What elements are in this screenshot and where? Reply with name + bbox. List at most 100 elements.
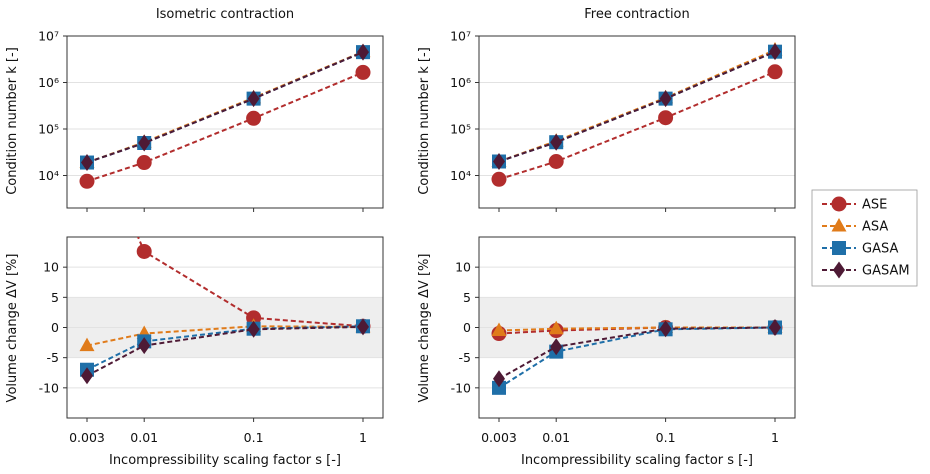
legend-label-asa: ASA [862,220,888,235]
panel-free-condition: Free contraction Condition number k [-] … [417,7,796,212]
legend-label-ase: ASE [862,198,887,213]
point-gasam [493,153,505,171]
series-line-ase [86,71,364,183]
point-gasa [492,380,506,395]
series-line-asa [86,50,364,164]
ylabel-free-volume: Volume change ΔV [%] [417,254,432,403]
point-ase [355,64,371,80]
point-gasam [81,367,93,385]
x-tick-label: 0.003 [481,430,517,445]
y-tick-label: 10⁷ [38,29,59,44]
point-gasam [81,154,93,172]
point-ase [548,154,564,170]
panel-isometric-condition: Isometric contraction Condition number k… [5,7,384,212]
y-tick-label: 10⁴ [450,168,471,183]
y-tick-label: 10 [455,260,471,275]
series-line-asa [498,326,775,332]
legend-label-gasa: GASA [862,242,898,257]
legend-marker-asa [831,218,847,232]
point-ase [79,173,95,189]
series-line-ase [498,70,776,181]
legend-marker-gasam [833,261,845,279]
point-ase [767,64,783,80]
y-tick-label: 0 [463,320,471,335]
point-ase [246,110,262,126]
x-tick-label: 0.1 [244,430,264,445]
y-tick-label: -10 [39,380,59,395]
y-tick-label: 5 [51,290,59,305]
series-line-gasam [86,51,364,164]
y-tick-label: 5 [463,290,471,305]
panel-isometric-volume: Volume change ΔV [%] Incompressibility s… [5,109,384,468]
point-gasam [659,90,672,108]
point-gasam [357,318,369,336]
legend-marker-gasa [832,241,846,255]
series-line-asa [498,49,776,163]
series-line-gasam [498,326,776,380]
point-gasam [138,134,151,152]
point-ase [136,243,152,259]
title-isometric: Isometric contraction [156,7,294,22]
point-asa [79,337,95,352]
point-gasam [493,370,505,388]
y-tick-label: 10⁴ [38,168,59,183]
point-asa [491,322,507,337]
point-ase [136,155,152,171]
xlabel-isometric: Incompressibility scaling factor s [-] [109,453,341,468]
x-tick-label: 1 [359,430,367,445]
series-group [491,319,783,395]
point-ase [491,171,507,187]
y-tick-label: 10⁵ [38,121,59,136]
point-ase [246,310,262,326]
point-ase [658,110,674,126]
axes-frame [478,35,796,209]
axes-frame [66,35,384,209]
point-gasam [357,43,369,61]
y-tick-label: -10 [451,380,471,395]
point-gasam [769,43,781,61]
x-tick-label: 0.1 [656,430,676,445]
y-tick-label: 10⁵ [450,121,471,136]
x-tick-label: 0.01 [542,430,570,445]
point-gasam [247,320,260,338]
series-group [79,43,371,189]
panel-free-volume: Volume change ΔV [%] Incompressibility s… [417,236,796,468]
point-gasam [550,338,563,356]
legend: ASE ASA GASA GASAM [811,189,918,287]
title-free: Free contraction [584,7,690,22]
point-asa [548,320,564,335]
series-line-gasam [86,325,364,377]
x-tick-label: 0.003 [69,430,105,445]
y-tick-label: 10⁷ [450,29,471,44]
legend-marker-ase [831,196,847,212]
point-gasam [550,133,563,151]
series-group [79,109,371,385]
y-tick-label: 10 [43,260,59,275]
x-tick-label: 0.01 [130,430,158,445]
point-gasam [659,320,672,338]
y-tick-label: -5 [459,350,471,365]
ylabel-free-condition: Condition number k [-] [417,47,432,195]
series-line-ase [136,237,364,328]
y-tick-label: 10⁶ [38,75,59,90]
grid [479,35,795,176]
y-tick-label: 10⁶ [450,75,471,90]
legend-box [811,189,918,287]
series-line-asa [86,325,364,347]
grid [67,35,383,176]
series-line-ase [498,326,775,335]
y-tick-label: -5 [47,350,59,365]
x-tick-label: 1 [771,430,779,445]
point-gasam [138,337,151,355]
ylabel-isometric-volume: Volume change ΔV [%] [5,254,20,403]
series-line-gasa [86,325,364,371]
legend-label-gasam: GASAM [862,264,910,279]
point-gasam [247,90,260,108]
series-group [491,41,783,187]
y-tick-label: 0 [51,320,59,335]
ylabel-isometric-condition: Condition number k [-] [5,47,20,195]
point-gasam [769,319,781,336]
series-line-gasa [498,326,776,389]
point-ase [80,109,95,124]
